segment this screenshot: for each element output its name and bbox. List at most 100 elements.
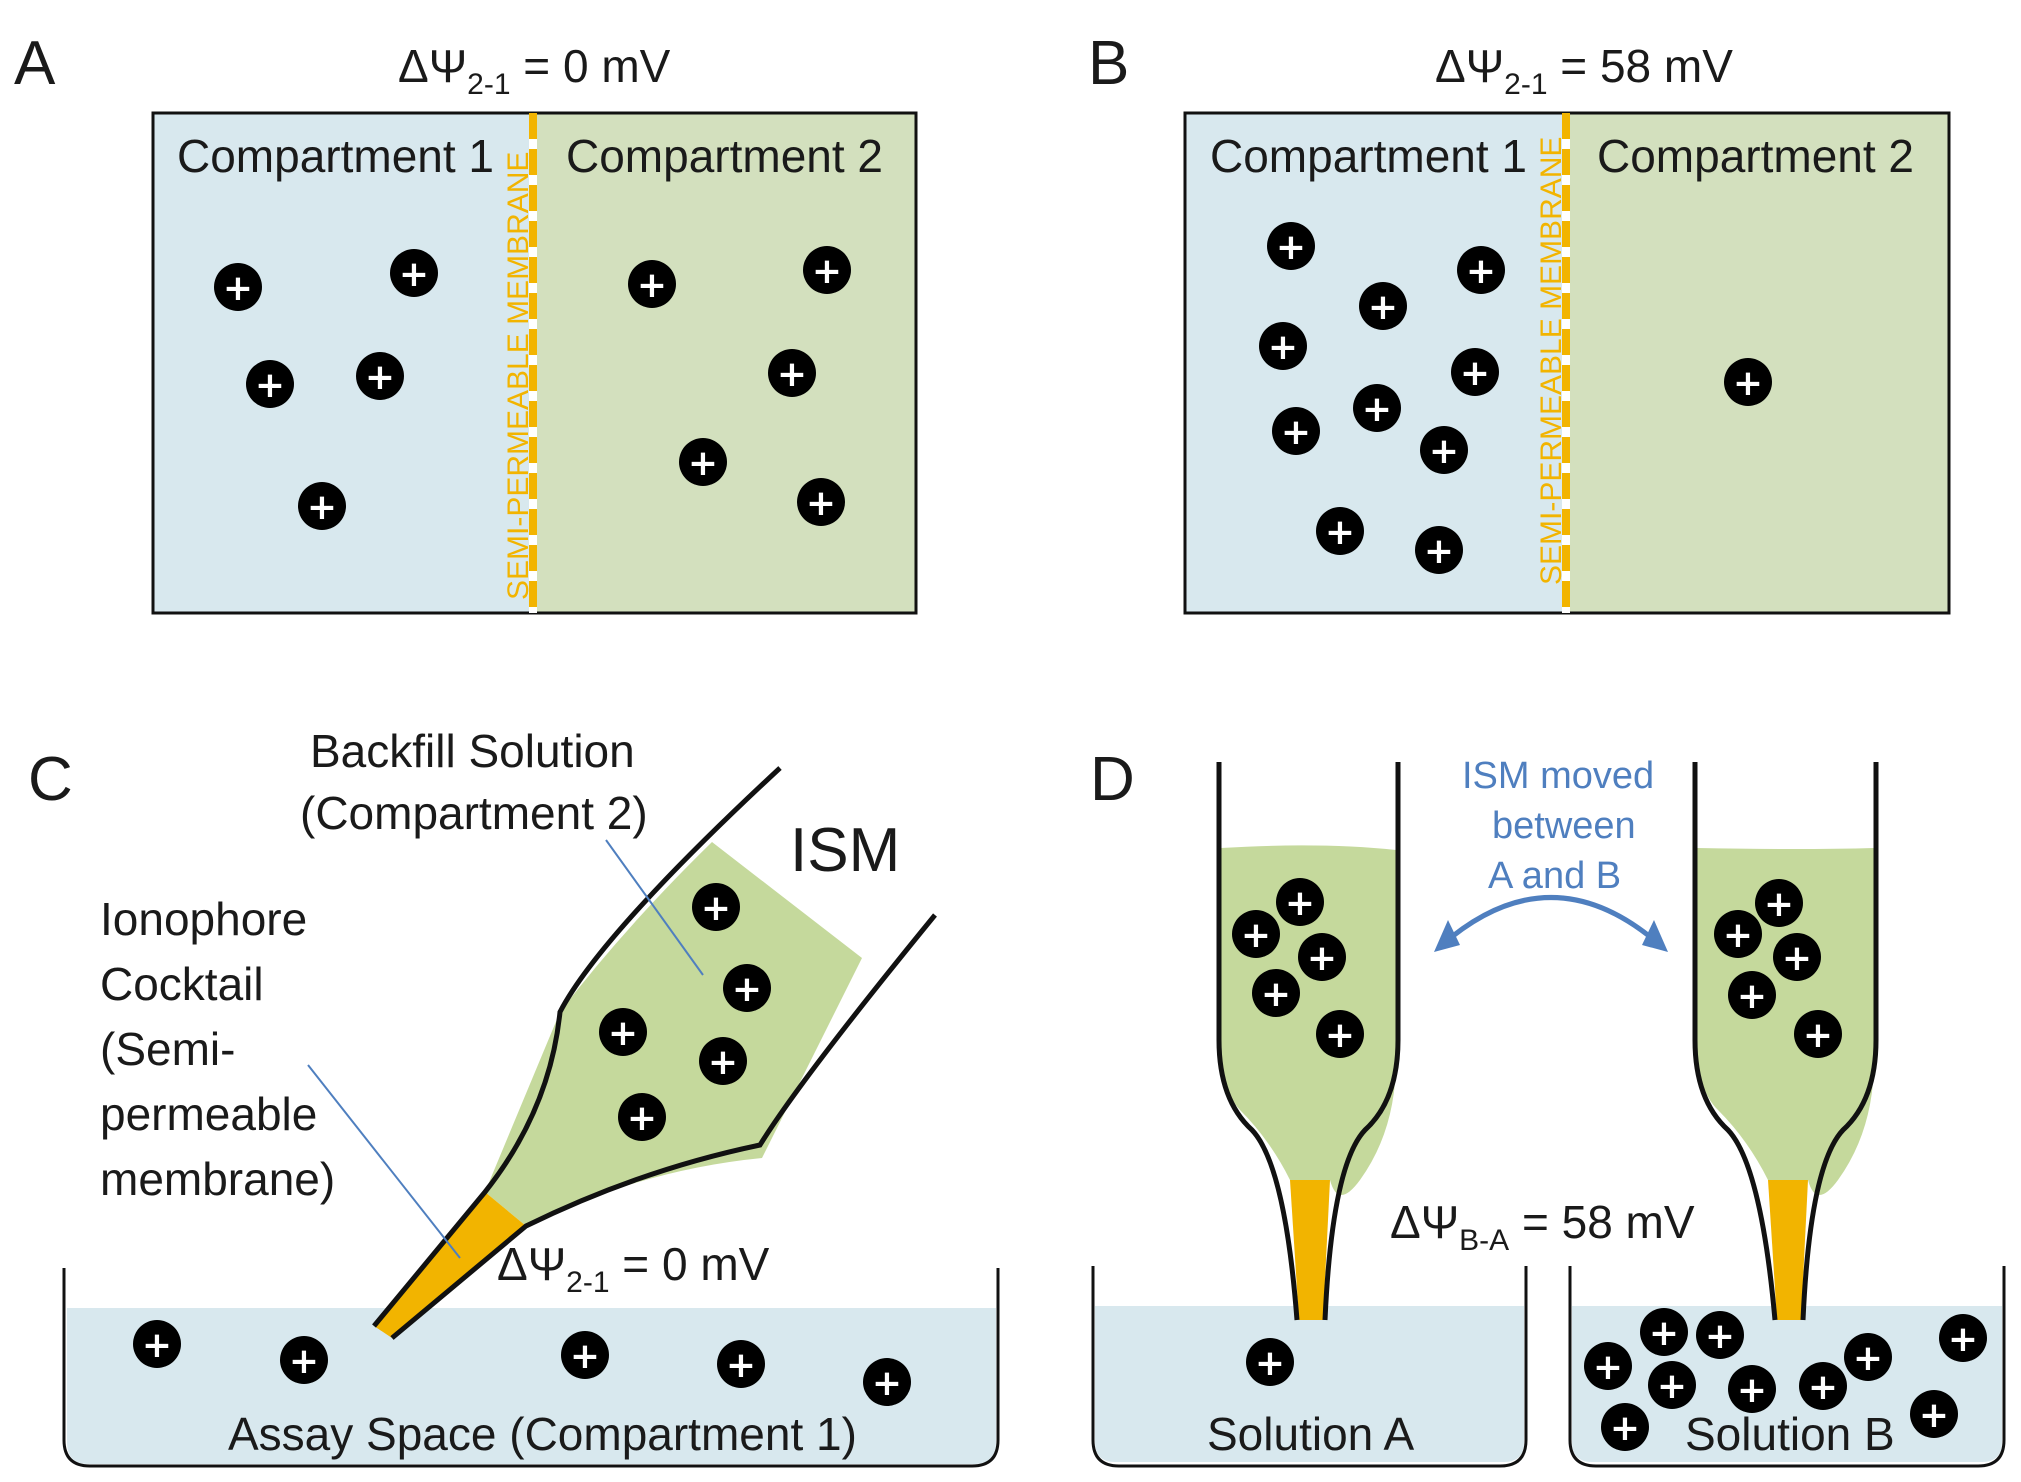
panel-b-compartment-1	[1185, 113, 1568, 613]
panel-d-moved-line3: A and B	[1488, 855, 1621, 897]
svg-text:+: +	[701, 888, 731, 929]
panel-d-pipette-b-right-wall	[1800, 762, 1879, 1321]
panel-c-backfill-pointer	[605, 839, 704, 976]
panel-c-pipette-lower-wall	[390, 913, 937, 1340]
panel-c-ionophore-tip	[374, 1192, 526, 1338]
panel-b-potential: ΔΨ2-1 = 58 mV	[1435, 40, 1733, 101]
svg-text:+: +	[1919, 1395, 1949, 1436]
cation-icon: +	[1316, 507, 1364, 555]
svg-text:+: +	[1424, 531, 1454, 572]
panel-c-backfill-line2: (Compartment 2)	[300, 787, 648, 839]
panel-d-solution-a-beaker	[1091, 1266, 1528, 1468]
panel-a-compartment-2-label: Compartment 2	[566, 130, 883, 182]
cation-icon: +	[628, 260, 676, 308]
cation-icon: +	[797, 478, 845, 526]
cation-icon: +	[1728, 1365, 1776, 1413]
cation-icon: +	[1799, 1362, 1847, 1410]
svg-text:+: +	[399, 254, 429, 295]
cation-icon: +	[214, 263, 262, 311]
cation-icon: +	[803, 246, 851, 294]
panel-c-ionophore-line4: permeable	[100, 1088, 317, 1140]
panel-c-ionophore-line1: Ionophore	[100, 893, 307, 945]
panel-d-pipette-b-left-wall	[1692, 762, 1778, 1321]
svg-text:+: +	[777, 354, 807, 395]
cation-icon: +	[618, 1093, 666, 1141]
svg-text:+: +	[1362, 389, 1392, 430]
svg-text:+: +	[732, 969, 762, 1010]
cation-icon: +	[1359, 282, 1407, 330]
svg-text:+: +	[1593, 1347, 1623, 1388]
svg-text:+: +	[142, 1325, 172, 1366]
panel-a-potential: ΔΨ2-1 = 0 mV	[398, 40, 671, 101]
panel-c-potential: ΔΨ2-1 = 0 mV	[497, 1238, 770, 1299]
cation-icon: +	[1316, 1010, 1364, 1058]
svg-text:+: +	[627, 1098, 657, 1139]
cation-icon: +	[1724, 358, 1772, 406]
panel-d-moved-line2: between	[1492, 805, 1636, 847]
svg-text:+: +	[1368, 287, 1398, 328]
panel-d-pipette-b-tip	[1768, 1180, 1808, 1320]
panel-a-membrane-label: SEMI-PERMEABLE MEMBRANE	[502, 152, 535, 600]
svg-text:+: +	[1723, 915, 1753, 956]
svg-text:+: +	[1733, 363, 1763, 404]
cation-icon: +	[1276, 878, 1324, 926]
cation-icon: +	[1451, 348, 1499, 396]
svg-text:+: +	[1261, 974, 1291, 1015]
panel-a-compartment-1	[153, 113, 536, 613]
cation-icon: +	[1420, 426, 1468, 474]
svg-text:+: +	[570, 1336, 600, 1377]
svg-text:+: +	[1853, 1338, 1883, 1379]
svg-text:+: +	[806, 483, 836, 524]
svg-text:+: +	[1737, 1370, 1767, 1411]
panel-a-compartment-2	[536, 113, 916, 613]
cation-icon: +	[1714, 910, 1762, 958]
cation-icon: +	[1272, 407, 1320, 455]
panel-d-move-arrow	[1440, 895, 1662, 947]
svg-text:+: +	[1737, 976, 1767, 1017]
cation-icon: +	[1648, 1361, 1696, 1409]
cation-icon: +	[1728, 971, 1776, 1019]
cation-icon: +	[1267, 222, 1315, 270]
svg-text:+: +	[708, 1042, 738, 1083]
cation-icon: +	[133, 1320, 181, 1368]
svg-text:+: +	[1429, 431, 1459, 472]
panel-c-ism-label: ISM	[790, 816, 900, 885]
cation-icon: +	[1755, 879, 1803, 927]
panel-d-solution-b-label: Solution B	[1685, 1408, 1895, 1460]
svg-text:+: +	[223, 268, 253, 309]
panel-c-backfill-line1: Backfill Solution	[310, 725, 635, 777]
panel-d-pipette-a-tip	[1290, 1180, 1330, 1320]
svg-text:+: +	[289, 1341, 319, 1382]
cation-icon: +	[1794, 1010, 1842, 1058]
cation-icon: +	[390, 249, 438, 297]
svg-text:+: +	[1610, 1408, 1640, 1449]
cation-icon: +	[679, 438, 727, 486]
svg-text:+: +	[1466, 251, 1496, 292]
cation-icon: +	[1298, 933, 1346, 981]
panel-b-compartment-2-label: Compartment 2	[1597, 130, 1914, 182]
svg-text:+: +	[1285, 883, 1315, 924]
svg-text:+: +	[1460, 353, 1490, 394]
cation-icon: +	[717, 1340, 765, 1388]
svg-text:+: +	[608, 1013, 638, 1054]
panel-b-membrane-label: SEMI-PERMEABLE MEMBRANE	[1535, 137, 1568, 585]
panel-a: A ΔΨ2-1 = 0 mV SEMI-PERMEABLE MEMBRANE C…	[14, 29, 918, 615]
cation-icon: +	[1910, 1390, 1958, 1438]
svg-text:+: +	[637, 265, 667, 306]
svg-text:+: +	[1705, 1316, 1735, 1357]
panel-c-assay-space-label: Assay Space (Compartment 1)	[228, 1408, 857, 1460]
svg-text:+: +	[255, 365, 285, 406]
cation-icon: +	[1773, 933, 1821, 981]
cation-icon: +	[1584, 1342, 1632, 1390]
panel-d-potential: ΔΨB-A = 58 mV	[1390, 1196, 1695, 1257]
svg-text:+: +	[1241, 915, 1271, 956]
cation-icon: +	[1259, 322, 1307, 370]
panel-d-solution-a-liquid	[1095, 1306, 1524, 1462]
panel-c-ionophore-line2: Cocktail	[100, 958, 264, 1010]
panel-b-letter: B	[1088, 29, 1129, 98]
cation-icon: +	[768, 349, 816, 397]
cation-icon: +	[692, 883, 740, 931]
svg-text:+: +	[307, 487, 337, 528]
panel-c-letter: C	[28, 745, 73, 814]
cation-icon: +	[280, 1336, 328, 1384]
